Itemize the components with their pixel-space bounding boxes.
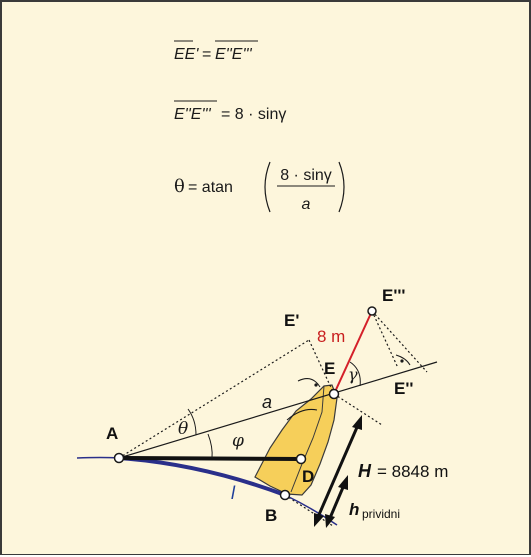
arc-gamma [349,361,361,387]
point-b [279,489,291,501]
label-h-value: = 8848 m [377,462,448,481]
formula-3: θ = atan 8 · sinγ a [174,161,345,213]
label-a-distance: a [262,392,272,412]
label-phi: φ [232,431,244,451]
point-d [295,453,307,465]
dashed-line-b-to-right [284,494,334,527]
label-a: A [106,424,118,443]
label-theta: θ [178,419,188,439]
label-etriple: E''' [382,286,405,305]
apparent-height-arrow [325,475,348,528]
line-a-to-e [118,361,438,459]
label-edouble: E'' [394,379,413,398]
arc-right-angle-left [297,378,321,388]
dashed-line-right [371,310,428,373]
segment-e-etriple [333,310,373,395]
point-e [328,388,340,400]
mountain-ridge [290,385,325,493]
dashed-line-etriple-edouble [371,310,399,369]
height-arrow [314,415,362,527]
formula-3-denominator: a [302,196,311,213]
label-gamma: γ [348,365,358,384]
label-d: D [302,467,314,486]
label-l: l [231,483,236,503]
dashed-line-e-to-right [333,393,383,426]
point-etriple [367,306,377,316]
label-h-subscript: prividni [362,507,400,521]
dashed-lines [118,310,428,527]
label-8m: 8 m [317,327,345,346]
right-angle-dot-right [400,359,404,363]
label-e: E [324,359,335,378]
formula-2-lhs: E''E''' [174,106,212,123]
left-paren [264,161,271,213]
chord-a-d [118,456,302,461]
points [113,306,377,501]
arc-mountain [286,409,318,421]
right-paren [338,161,345,213]
formula-2: E''E''' = 8 · sinγ [174,100,286,123]
dashed-line-a-eprime [118,339,310,459]
formula-1: EE' = E''E''' [174,40,258,63]
formula-3-theta: θ [174,176,185,197]
arc-right-angle-right [395,354,411,366]
formula-3-atan: = atan [188,179,233,196]
arc-theta [187,408,197,436]
label-h-apparent: h [349,500,359,519]
formula-1-equals: = [202,46,211,63]
formula-1-rhs: E''E''' [215,46,253,63]
formula-1-lhs: EE' [174,46,199,63]
arc-phi [207,433,213,459]
formula-2-rhs: = 8 · sinγ [221,106,286,123]
label-b: B [265,506,277,525]
label-h-symbol: H [358,461,372,481]
mountain-shape [254,384,338,496]
formula-3-numerator: 8 · sinγ [280,167,332,184]
point-a [113,452,125,464]
earth-surface-left [76,456,120,459]
right-angle-dot-left [314,383,318,387]
label-eprime: E' [284,311,299,330]
dashed-line-eprime-e [308,339,335,395]
